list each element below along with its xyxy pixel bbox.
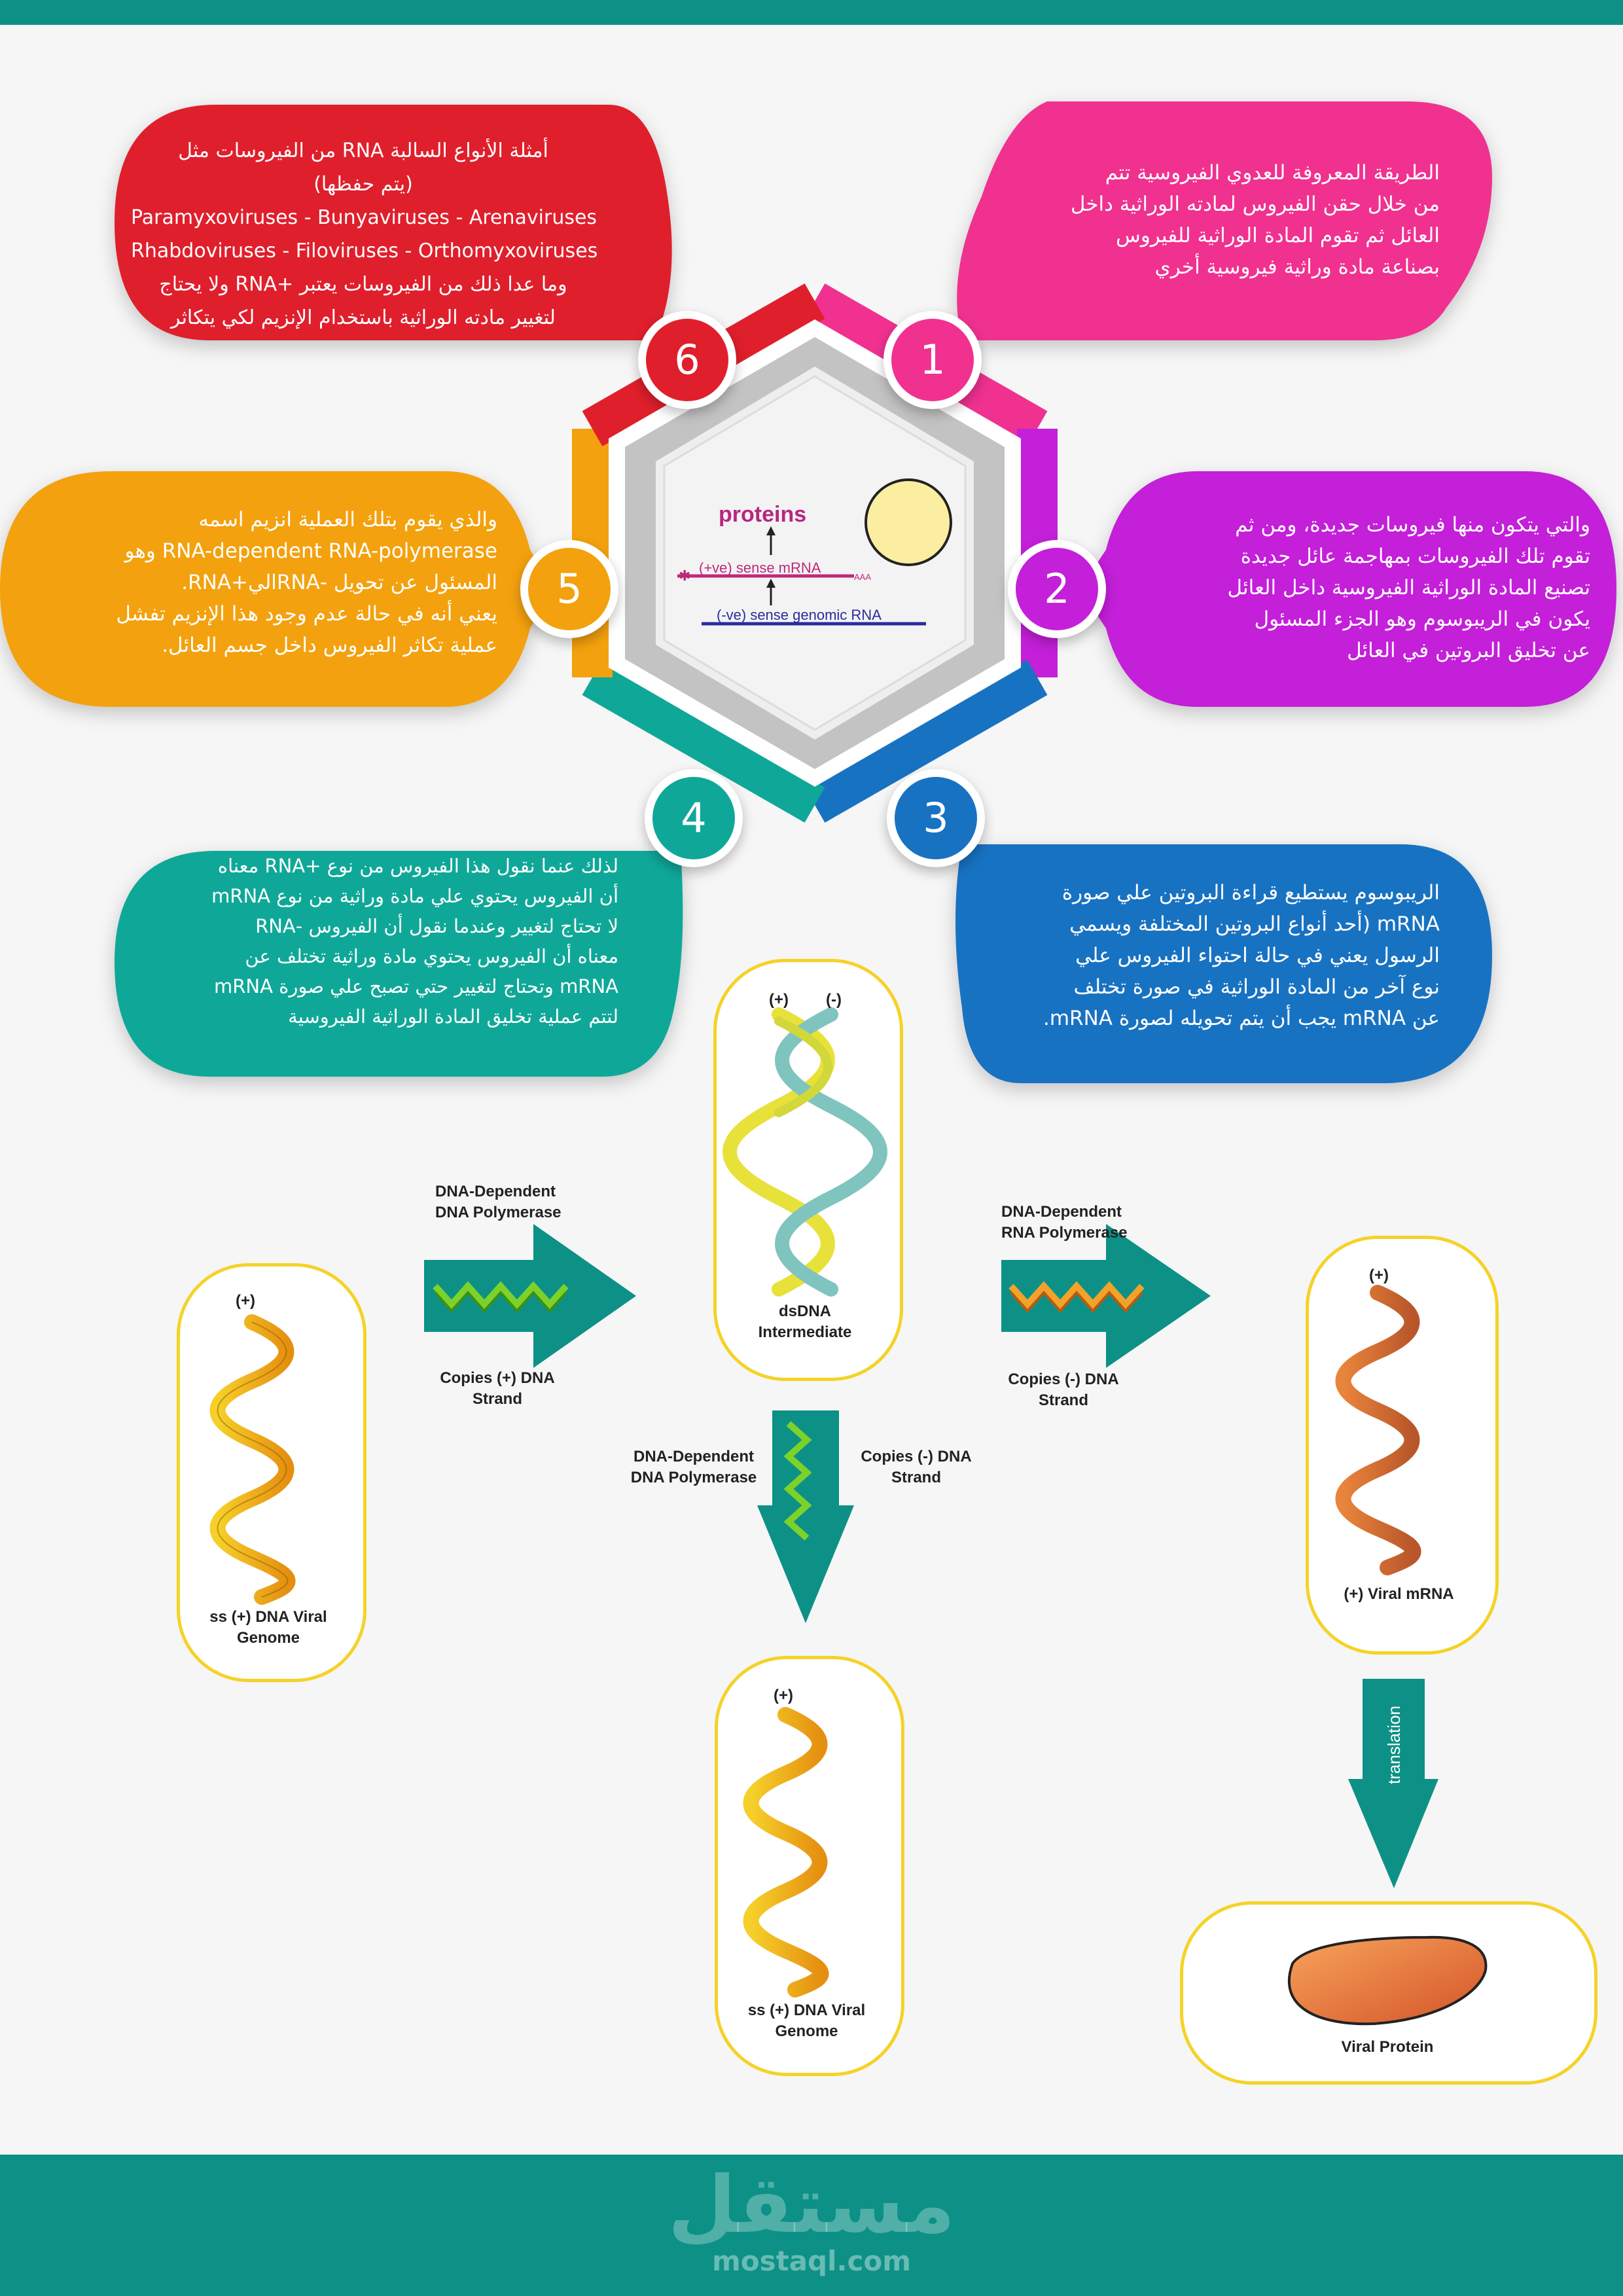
ss-genome-helix: [209, 1314, 296, 1605]
step-3-badge: 3: [887, 769, 985, 867]
top-bar: [0, 0, 1623, 25]
mrna-plus: (+): [1369, 1266, 1389, 1284]
step-3-text: الريبوسوم يستطيع قراءة البروتين علي صورة…: [1043, 881, 1440, 1030]
ss-genome-2-helix: [743, 1707, 829, 1998]
arrow-2-title: DNA-Dependent RNA Polymerase: [1001, 1203, 1128, 1242]
arrow-3: [757, 1410, 854, 1623]
arrow-2: [1001, 1224, 1211, 1368]
bubble-1-shape: [957, 101, 1492, 340]
dsdna-minus: (-): [826, 991, 842, 1009]
arrow-3-subtitle: Copies (-) DNA Strand: [861, 1448, 972, 1486]
step-4-text: لذلك عنما نقول هذا الفيروس من نوع +RNA م…: [211, 855, 618, 1028]
step-2-badge: 2: [1008, 540, 1106, 638]
center-genomic-label: (-ve) sense genomic RNA: [717, 607, 882, 623]
ss-genome-2-label: ss (+) DNA Viral Genome: [747, 2001, 866, 2040]
translation-label: translation: [1384, 1706, 1404, 1784]
footer-bar: [0, 2155, 1623, 2296]
dsdna-plus: (+): [769, 991, 789, 1009]
bubble-5-shape: [0, 471, 553, 707]
arrow-translation: [1348, 1679, 1438, 1888]
bubble-2-shape: [1080, 471, 1616, 707]
hexagon-ring: ✱: [572, 283, 1058, 823]
ss-genome-plus: (+): [236, 1292, 255, 1310]
bubble-3-shape: [955, 844, 1492, 1083]
step-4-badge: 4: [645, 769, 743, 867]
step-6-badge: 6: [638, 311, 736, 409]
bubble-6-shape: [115, 105, 672, 340]
mrna-helix: [1335, 1285, 1421, 1575]
center-proteins-label: proteins: [719, 502, 807, 527]
step-1-badge: 1: [883, 311, 982, 409]
arrow-1-title: DNA-Dependent DNA Polymerase: [435, 1183, 562, 1221]
mostaql-url[interactable]: mostaql.com: [712, 2245, 911, 2277]
center-aaa-label: AAA: [854, 572, 872, 582]
ss-genome-2-plus: (+): [774, 1687, 793, 1704]
flow-graphics: [209, 1007, 1488, 2026]
arrow-1: [424, 1224, 636, 1368]
step-5-badge: 5: [520, 540, 618, 638]
ss-genome-label: ss (+) DNA Viral Genome: [209, 1608, 327, 1647]
step-6-text: أمثلة الأنواع السالبة RNA من الفيروسات م…: [131, 139, 598, 329]
viral-protein-shape: [1287, 1935, 1488, 2026]
mrna-label: (+) Viral mRNA: [1344, 1585, 1454, 1603]
arrow-1-subtitle: Copies (+) DNA Strand: [440, 1369, 555, 1408]
arrow-3-title: DNA-Dependent DNA Polymerase: [630, 1448, 757, 1486]
mostaql-logo[interactable]: مستقل: [668, 2160, 955, 2251]
dsdna-helix: [722, 1007, 887, 1297]
arrow-2-subtitle: Copies (-) DNA Strand: [1008, 1371, 1119, 1409]
center-sense-mrna-label: (+ve) sense mRNA: [699, 560, 821, 576]
bubble-4-shape: [115, 851, 683, 1077]
dsdna-label: dsDNA Intermediate: [758, 1302, 852, 1341]
svg-text:✱: ✱: [679, 568, 690, 584]
viral-protein-label: Viral Protein: [1341, 2038, 1434, 2056]
